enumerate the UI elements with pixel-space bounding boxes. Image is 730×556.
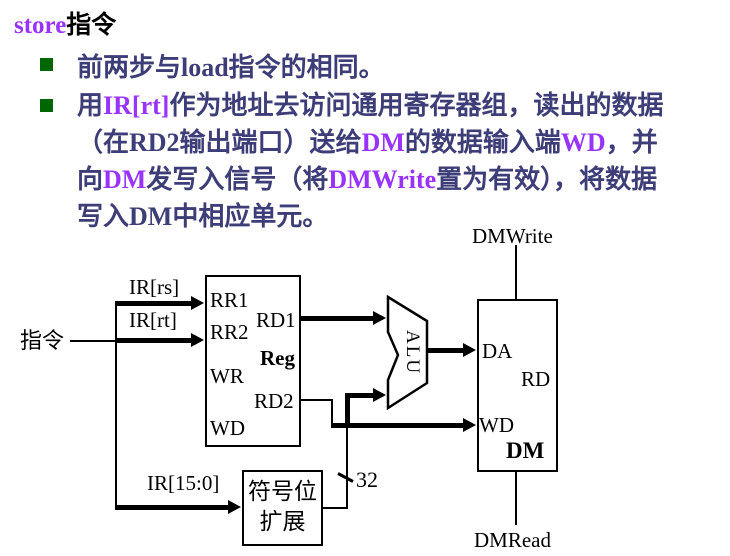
- wire-dmwrite: [515, 245, 517, 299]
- bullet-2-line-4: 写入DM中相应单元。: [77, 200, 663, 237]
- wire-ir-rs: [115, 301, 192, 306]
- page-title: store指令: [14, 5, 116, 41]
- rd2-port-label: RD2: [254, 389, 294, 413]
- dmread-signal-label: DMRead: [474, 528, 551, 552]
- bullet-marker: [40, 58, 53, 71]
- alu-label: ALU: [402, 330, 423, 376]
- wire-imm32-alu: [345, 393, 374, 398]
- sign-extend-label-line2: 扩展: [259, 509, 306, 534]
- sign-extend-label: 符号位 扩展: [244, 477, 321, 537]
- bullet-2-line-2: （在RD2输出端口）送给DM的数据输入端WD，并: [77, 126, 663, 163]
- bullet-2-text: 用IR[rt]作为地址去访问通用寄存器组，读出的数据 （在RD2输出端口）送给D…: [77, 89, 663, 237]
- rr2-port-label: RR2: [210, 320, 249, 344]
- bus-width-label: 32: [356, 467, 378, 492]
- arrowhead-imm32-alu: [373, 388, 386, 402]
- wire-dmread: [515, 472, 517, 525]
- rr1-port-label: RR1: [210, 288, 249, 312]
- text-segment: 用: [77, 91, 104, 120]
- reg-wd-port-label: WD: [210, 416, 245, 440]
- wire-imm32-v: [346, 426, 348, 509]
- text-segment: 向: [77, 165, 104, 194]
- instruction-label: 指令: [20, 328, 65, 353]
- ir-imm-label: IR[15:0]: [147, 471, 220, 495]
- bullet-2-line-3: 向DM发写入信号（将DMWrite置为有效），将数据: [77, 163, 663, 200]
- wire-ir-imm: [115, 505, 229, 510]
- bullet-marker: [40, 99, 53, 112]
- sign-extend-box: [242, 470, 323, 546]
- text-segment: 写入DM中相应单元。: [77, 202, 329, 231]
- keyword-wd: WD: [560, 128, 606, 157]
- text-segment: 置为有效），将数据: [436, 165, 658, 194]
- dmwrite-signal-label: DMWrite: [472, 224, 553, 248]
- bullet-1-line: 前两步与load指令的相同。: [77, 53, 385, 82]
- text-segment: 作为地址去访问通用寄存器组，读出的数据: [169, 91, 664, 120]
- keyword-dm: DM: [103, 165, 147, 194]
- reg-label: Reg: [260, 346, 295, 370]
- dm-label: DM: [506, 438, 545, 463]
- arrowhead-wd: [463, 418, 476, 432]
- text-segment: ，并: [605, 128, 658, 157]
- wire-rd2-h: [300, 399, 333, 401]
- title-keyword: store: [14, 12, 67, 39]
- arrowhead-ir-rt: [191, 333, 204, 347]
- ir-rt-label: IR[rt]: [129, 308, 177, 332]
- wr-port-label: WR: [210, 364, 244, 388]
- arrowhead-ir-imm: [228, 500, 241, 514]
- alu-shape: [386, 295, 429, 411]
- wire-ir-rt: [115, 338, 192, 343]
- register-file-box: [205, 275, 301, 447]
- da-port-label: DA: [482, 339, 513, 363]
- text-segment: （在RD2输出端口）送给: [77, 128, 362, 157]
- wire-rd2-v: [331, 399, 333, 426]
- arrowhead-rd1-alu: [373, 311, 386, 325]
- bullet-2-line-1: 用IR[rt]作为地址去访问通用寄存器组，读出的数据: [77, 89, 663, 126]
- title-rest: 指令: [66, 12, 117, 39]
- wire-signext-out: [322, 507, 348, 509]
- keyword-dm: DM: [361, 128, 405, 157]
- wire-rd2-wd: [331, 423, 464, 428]
- wire-alu-da: [426, 348, 464, 353]
- rd-port-label: RD: [521, 367, 551, 391]
- keyword-ir-rt: IR[rt]: [103, 91, 170, 120]
- arrowhead-ir-rs: [191, 296, 204, 310]
- wire-instruction: [70, 340, 116, 342]
- dm-wd-port-label: WD: [479, 413, 514, 437]
- rd1-port-label: RD1: [256, 308, 296, 332]
- wire-trunk: [115, 302, 117, 508]
- bullet-1-text: 前两步与load指令的相同。: [77, 51, 385, 88]
- sign-extend-label-line1: 符号位: [248, 479, 317, 504]
- keyword-dmwrite: DMWrite: [328, 165, 437, 194]
- text-segment: 的数据输入端: [404, 128, 561, 157]
- ir-rs-label: IR[rs]: [129, 275, 180, 299]
- wire-imm32-riser: [345, 393, 350, 426]
- arrowhead-da: [463, 343, 476, 357]
- wire-rd1-alu: [300, 316, 374, 321]
- text-segment: 发写入信号（将: [146, 165, 329, 194]
- data-memory-box: [477, 299, 558, 472]
